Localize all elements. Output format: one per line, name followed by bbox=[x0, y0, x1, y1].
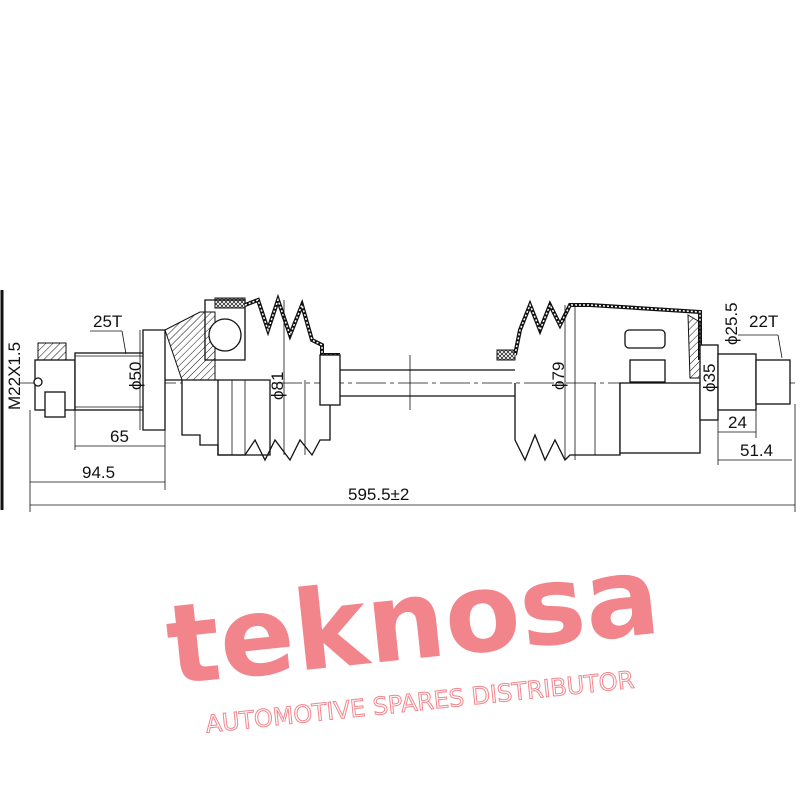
dia-inner-spline-label: ϕ25.5 bbox=[722, 302, 741, 345]
dia-outer-boot-label: ϕ81 bbox=[268, 372, 287, 400]
outer-spline-label: 25T bbox=[93, 312, 122, 331]
dia-inner-boot-label: ϕ79 bbox=[549, 362, 568, 390]
thread-spec-label: M22X1.5 bbox=[5, 342, 24, 410]
len-outer-stub-label: 94.5 bbox=[82, 463, 115, 482]
inner-spline-label: 22T bbox=[749, 312, 778, 331]
len-inner-stub-label: 51.4 bbox=[740, 441, 773, 460]
len-total-label: 595.5±2 bbox=[348, 485, 409, 504]
dia-inner-stub-label: ϕ35 bbox=[700, 364, 719, 392]
dia-outer-joint-label: ϕ50 bbox=[126, 362, 145, 390]
inner-cv-joint bbox=[496, 299, 791, 462]
dimension-lines bbox=[29, 300, 796, 512]
outer-cv-joint bbox=[33, 293, 341, 462]
len-inner-spline-label: 24 bbox=[728, 413, 747, 432]
teknosa-watermark-logo: teknosa AUTOMOTIVE SPARES DISTRIBUTOR bbox=[161, 531, 666, 739]
len-outer-spline-label: 65 bbox=[110, 427, 129, 446]
shaft bbox=[340, 355, 515, 410]
